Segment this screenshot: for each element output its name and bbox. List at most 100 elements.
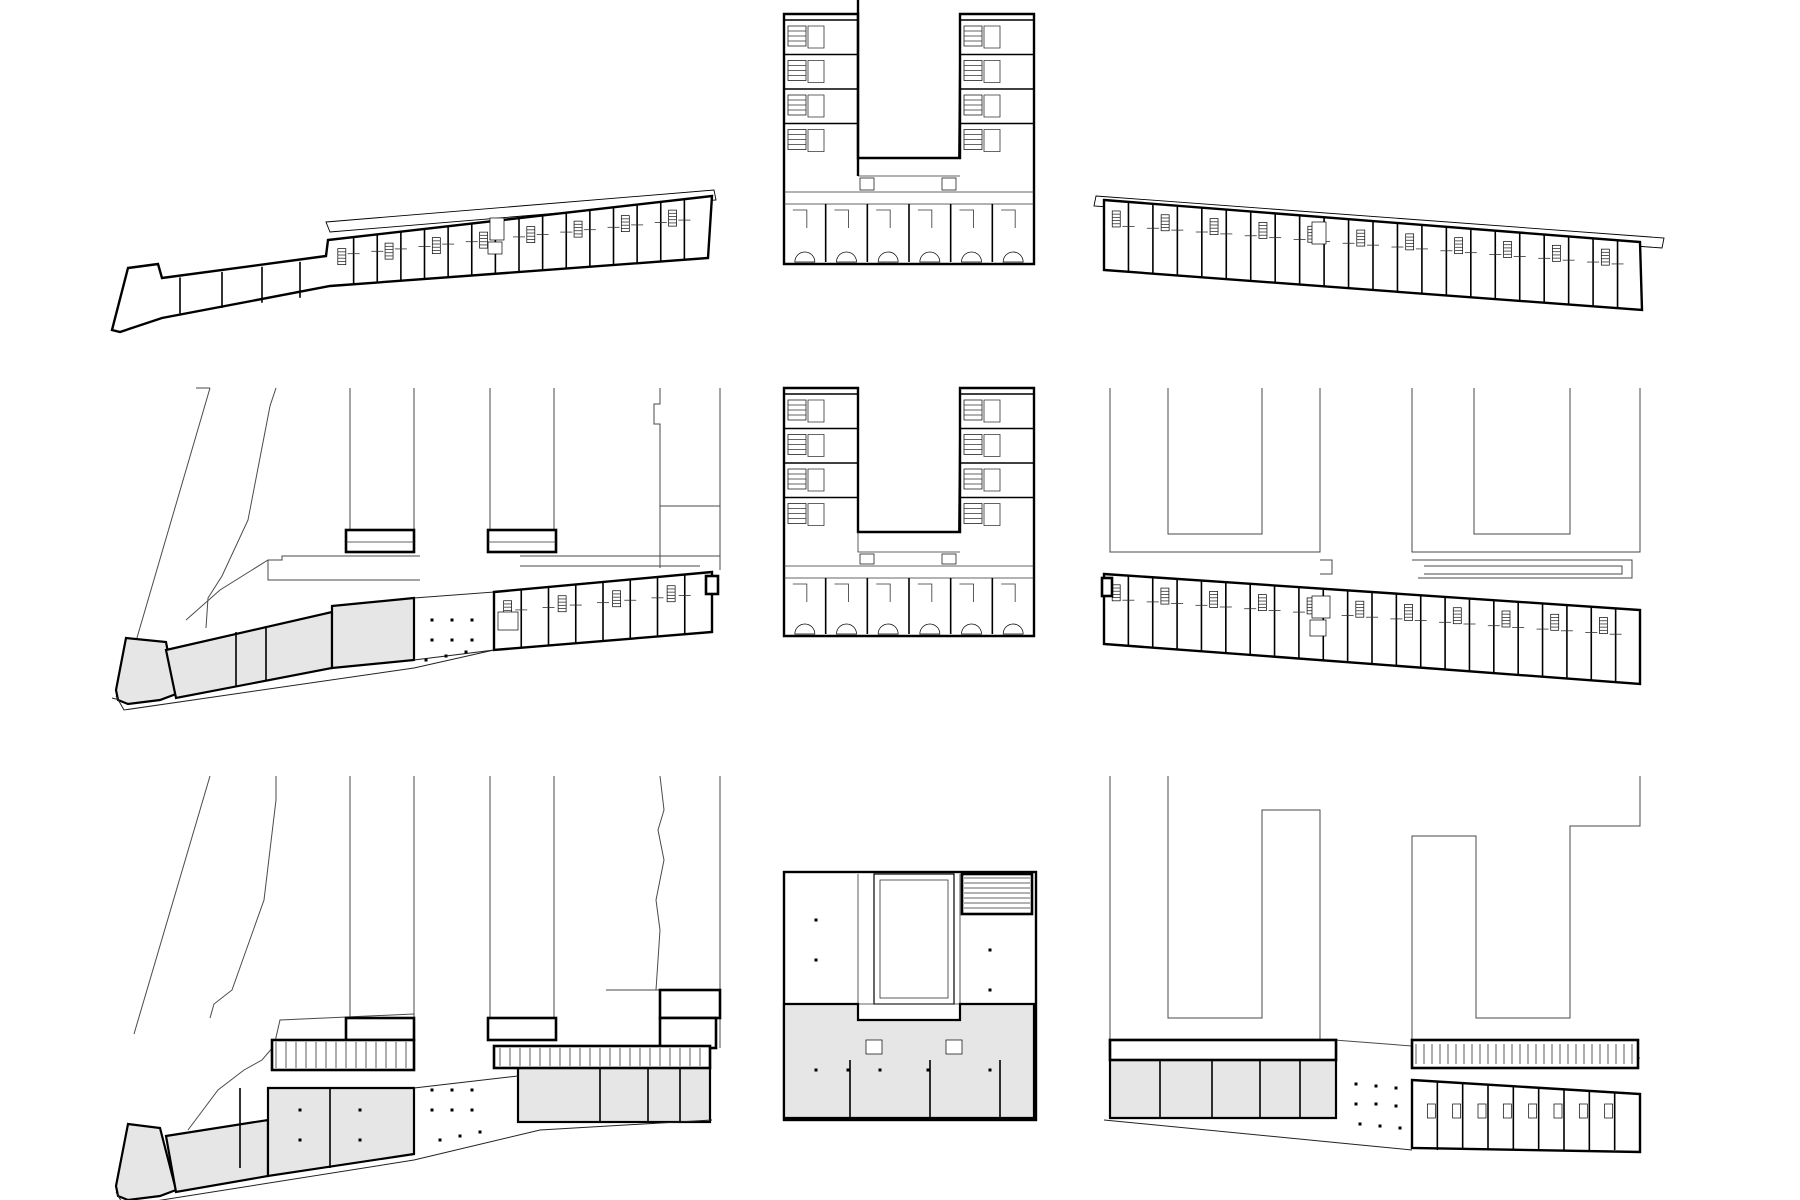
column <box>358 1108 362 1112</box>
column <box>470 1088 474 1092</box>
column <box>814 1068 818 1072</box>
balcony-arc <box>961 623 982 635</box>
stair <box>1600 248 1610 266</box>
plan-first-central <box>782 386 1036 638</box>
core <box>1001 209 1016 228</box>
column <box>1358 1122 1362 1126</box>
column <box>988 948 992 952</box>
balcony-arc <box>1002 623 1024 635</box>
stair <box>1209 591 1218 608</box>
stair <box>1502 1103 1512 1119</box>
stair <box>1356 229 1366 247</box>
column <box>814 958 818 962</box>
stair <box>431 237 441 254</box>
stair <box>945 1039 963 1055</box>
stair <box>1550 613 1560 631</box>
stair <box>1477 1103 1487 1119</box>
column <box>988 988 992 992</box>
balcony-arc <box>794 251 816 263</box>
core <box>959 583 974 602</box>
core <box>983 434 1001 457</box>
column <box>926 1068 930 1072</box>
stair <box>1501 610 1511 628</box>
column <box>846 1068 850 1072</box>
core <box>807 503 825 526</box>
core <box>983 60 1001 83</box>
stair <box>479 231 488 249</box>
balcony-arc <box>836 623 857 635</box>
core <box>876 209 891 228</box>
core <box>834 209 849 228</box>
core <box>807 399 825 423</box>
column <box>470 638 474 642</box>
stair <box>1160 214 1170 232</box>
column <box>1394 1086 1398 1090</box>
column <box>424 658 428 662</box>
core <box>983 129 1001 152</box>
stair <box>1452 607 1462 625</box>
balcony-arc <box>836 251 857 263</box>
column <box>464 650 468 654</box>
stair <box>557 595 567 613</box>
column <box>1354 1082 1358 1086</box>
stair <box>1599 617 1608 634</box>
stair <box>668 209 677 227</box>
stair <box>1405 233 1415 251</box>
column <box>450 618 454 622</box>
plan-upper-east <box>1093 195 1665 312</box>
balcony-arc <box>877 251 899 263</box>
column <box>450 638 454 642</box>
column <box>298 1138 302 1142</box>
stair <box>666 585 676 603</box>
core <box>983 25 1001 49</box>
balcony-arc <box>961 251 982 263</box>
core <box>1001 583 1016 602</box>
stair <box>620 215 630 232</box>
balcony-arc <box>919 251 941 263</box>
core <box>917 583 933 602</box>
stair <box>612 590 621 608</box>
stair <box>526 226 536 243</box>
context-row3-east <box>1109 776 1641 1059</box>
column <box>430 1088 434 1092</box>
column <box>1394 1104 1398 1108</box>
plan-ground-east <box>1103 1038 1642 1154</box>
core <box>807 25 825 49</box>
core <box>807 434 825 457</box>
stair <box>573 220 583 238</box>
stair <box>865 1039 883 1055</box>
core <box>792 209 808 228</box>
column <box>458 1134 462 1138</box>
stair <box>1426 1103 1436 1119</box>
stair <box>1355 600 1365 618</box>
column <box>298 1108 302 1112</box>
column <box>478 1130 482 1134</box>
stair <box>1258 222 1268 239</box>
stair <box>1160 587 1170 605</box>
stair <box>1578 1103 1588 1119</box>
stair <box>1111 584 1121 602</box>
core <box>983 468 1001 492</box>
core <box>983 399 1001 423</box>
core <box>807 468 825 492</box>
column <box>438 1138 442 1142</box>
column <box>470 618 474 622</box>
stair <box>1604 1103 1614 1119</box>
context-row2-west <box>133 387 721 649</box>
core <box>792 583 808 602</box>
column <box>450 1108 454 1112</box>
plan-ground-central <box>782 870 1038 1122</box>
plan-upper-west <box>110 189 717 334</box>
column <box>430 618 434 622</box>
balcony-arc <box>877 623 899 635</box>
stair <box>1503 241 1512 258</box>
column <box>358 1138 362 1142</box>
column <box>878 1068 882 1072</box>
stair <box>1553 1103 1563 1119</box>
column <box>1378 1124 1382 1128</box>
stair <box>1258 594 1267 611</box>
column <box>444 654 448 658</box>
context-row2-east <box>1109 388 1641 579</box>
column <box>988 1068 992 1072</box>
